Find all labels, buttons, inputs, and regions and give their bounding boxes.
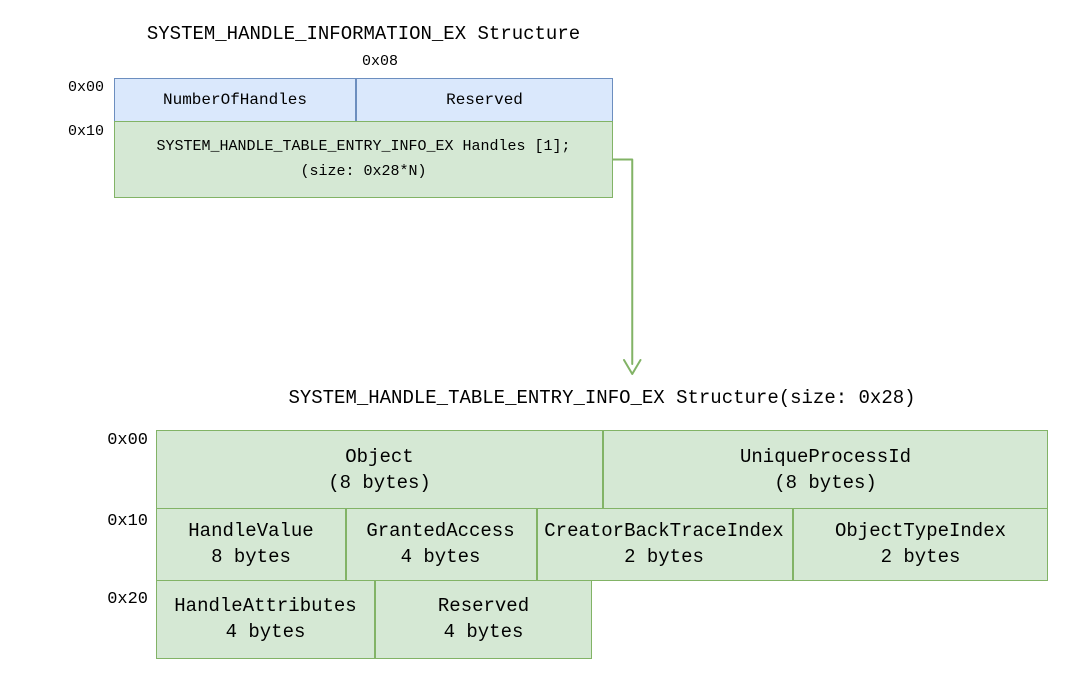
field-objecttypeindex-size: 2 bytes bbox=[880, 546, 961, 569]
field-objecttypeindex-name: ObjectTypeIndex bbox=[834, 520, 1007, 543]
entry-row-0x10: HandleValue 8 bytes GrantedAccess 4 byte… bbox=[156, 507, 1049, 581]
row1-divider-2 bbox=[536, 508, 538, 580]
arrow-line bbox=[612, 158, 634, 365]
entry-row-0x20: HandleAttributes 4 bytes Reserved 4 byte… bbox=[156, 579, 593, 659]
field-reserved-bottom-name: Reserved bbox=[437, 595, 530, 618]
row1-divider-1 bbox=[345, 508, 347, 580]
field-grantedaccess: GrantedAccess 4 bytes bbox=[345, 509, 536, 581]
row2-divider-1 bbox=[374, 580, 376, 658]
field-numberofhandles: NumberOfHandles bbox=[162, 91, 308, 109]
handles-size-note-text: (size: 0x28*N) bbox=[300, 163, 427, 181]
field-handles-array: SYSTEM_HANDLE_TABLE_ENTRY_INFO_EX Handle… bbox=[115, 122, 612, 198]
top-header-divider bbox=[355, 79, 357, 121]
bottom-row-offset-0x10: 0x10 bbox=[107, 512, 148, 531]
bottom-row-offset-0x20: 0x20 bbox=[107, 590, 148, 609]
field-handleattributes-size: 4 bytes bbox=[225, 621, 306, 644]
field-object: Object (8 bytes) bbox=[157, 431, 602, 508]
field-creatorbacktraceindex-name: CreatorBackTraceIndex bbox=[544, 520, 784, 543]
top-handles-row: SYSTEM_HANDLE_TABLE_ENTRY_INFO_EX Handle… bbox=[114, 120, 613, 198]
field-uniqueprocessid-name: UniqueProcessId bbox=[739, 445, 912, 468]
top-column-offset-label: 0x08 bbox=[362, 53, 399, 70]
top-row-offset-0x10: 0x10 bbox=[67, 123, 104, 140]
field-creatorbacktraceindex-size: 2 bytes bbox=[624, 546, 704, 569]
field-objecttypeindex: ObjectTypeIndex 2 bytes bbox=[792, 509, 1049, 581]
field-uniqueprocessid: UniqueProcessId (8 bytes) bbox=[602, 431, 1049, 508]
field-object-size: (8 bytes) bbox=[328, 471, 431, 494]
field-reserved-top: Reserved bbox=[446, 91, 523, 109]
top-row-offset-0x00: 0x00 bbox=[67, 79, 104, 96]
entry-row-0x00: Object (8 bytes) UniqueProcessId (8 byte… bbox=[156, 430, 1048, 509]
field-reserved-bottom: Reserved 4 bytes bbox=[374, 581, 593, 659]
field-creatorbacktraceindex: CreatorBackTraceIndex 2 bytes bbox=[536, 509, 792, 581]
field-uniqueprocessid-size: (8 bytes) bbox=[774, 471, 877, 494]
top-structure-title: SYSTEM_HANDLE_INFORMATION_EX Structure bbox=[146, 23, 581, 45]
field-handlevalue-size: 8 bytes bbox=[211, 546, 291, 569]
field-handlevalue-name: HandleValue bbox=[188, 520, 314, 543]
row0-divider-1 bbox=[602, 431, 604, 508]
field-handlevalue: HandleValue 8 bytes bbox=[157, 509, 345, 581]
bottom-structure-title: SYSTEM_HANDLE_TABLE_ENTRY_INFO_EX Struct… bbox=[288, 387, 916, 409]
top-header-row: NumberOfHandles Reserved bbox=[114, 78, 613, 122]
arrow-head-icon bbox=[623, 359, 642, 375]
field-grantedaccess-name: GrantedAccess bbox=[366, 520, 515, 543]
row1-divider-3 bbox=[792, 508, 794, 580]
bottom-row-offset-0x00: 0x00 bbox=[107, 431, 148, 450]
field-grantedaccess-size: 4 bytes bbox=[400, 546, 481, 569]
field-reserved-bottom-size: 4 bytes bbox=[443, 621, 524, 644]
field-object-name: Object bbox=[345, 445, 414, 468]
field-handleattributes-name: HandleAttributes bbox=[174, 595, 357, 618]
handles-declaration-text: SYSTEM_HANDLE_TABLE_ENTRY_INFO_EX Handle… bbox=[156, 138, 571, 156]
field-handleattributes: HandleAttributes 4 bytes bbox=[157, 581, 374, 659]
